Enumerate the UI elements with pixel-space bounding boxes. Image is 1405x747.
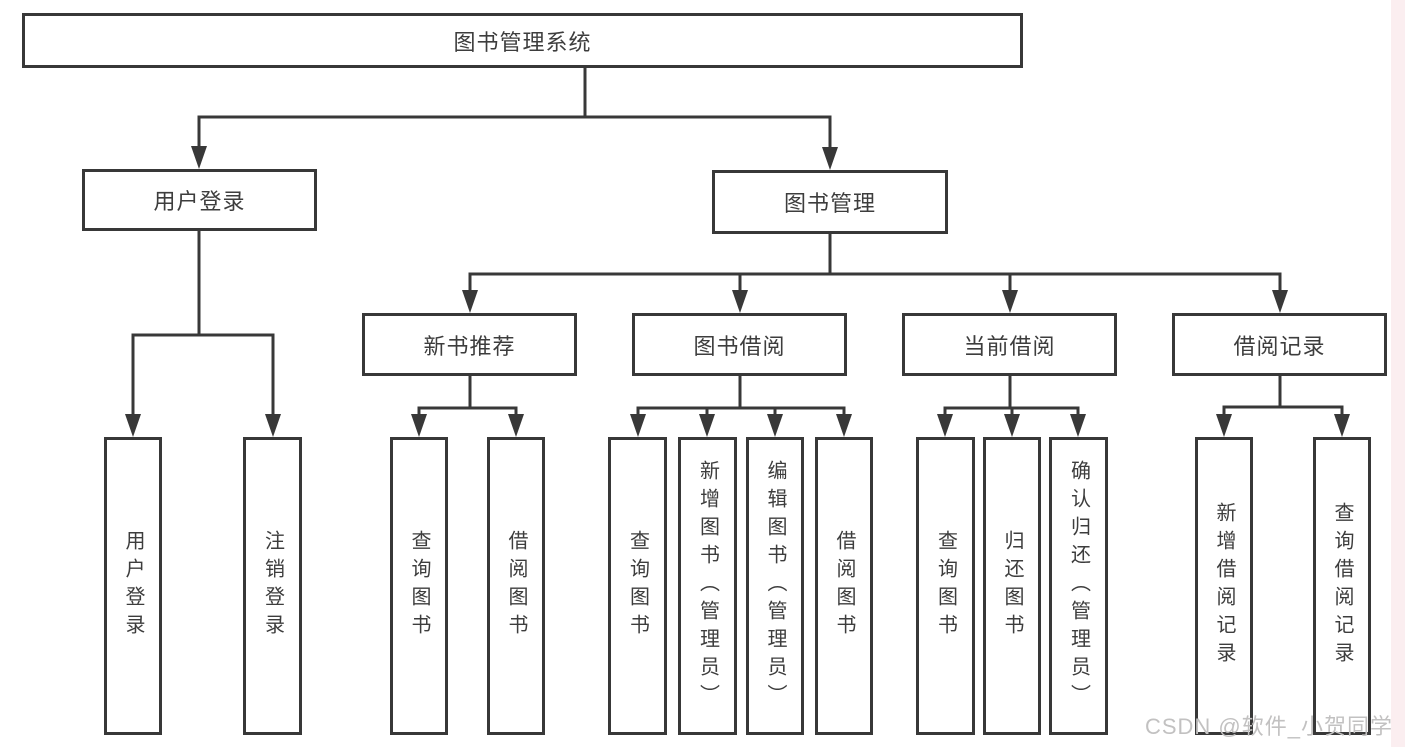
leaf-query-books-current: 查询图书 [916,437,975,735]
arrowhead-icons [125,146,1350,437]
leaf-borrow-books-recommend-label: 借阅图书 [505,530,527,642]
leaf-user-login-label: 用户登录 [122,530,144,642]
leaf-confirm-return-admin-label: 确认归还（管理员） [1067,460,1090,712]
node-current-borrow-label: 当前借阅 [963,333,1056,359]
leaf-borrow-books-label: 借阅图书 [833,530,855,642]
leaf-return-books-label: 归还图书 [1001,530,1023,642]
node-root-label: 图书管理系统 [453,29,592,55]
node-user-login: 用户登录 [82,169,317,231]
right-edge-strip [1391,0,1405,747]
leaf-edit-book-admin-label: 编辑图书（管理员） [764,460,786,712]
leaf-add-borrow-record-label: 新增借阅记录 [1213,502,1235,670]
node-root-library-system: 图书管理系统 [22,13,1023,68]
leaf-query-borrow-record: 查询借阅记录 [1313,437,1371,735]
leaf-logout-label: 注销登录 [261,530,284,642]
leaf-user-login: 用户登录 [104,437,162,735]
leaf-query-books-recommend: 查询图书 [390,437,448,735]
leaf-query-books-recommend-label: 查询图书 [408,530,430,642]
leaf-query-books-current-label: 查询图书 [934,530,957,642]
node-book-borrow-label: 图书借阅 [693,333,786,359]
leaf-edit-book-admin: 编辑图书（管理员） [746,437,804,735]
leaf-add-book-admin-label: 新增图书（管理员） [696,460,719,712]
node-book-management: 图书管理 [712,170,948,234]
node-borrow-records-label: 借阅记录 [1233,333,1326,359]
leaf-add-book-admin: 新增图书（管理员） [678,437,737,735]
leaf-query-borrow-record-label: 查询借阅记录 [1331,502,1353,670]
csdn-watermark: CSDN @软件_小贺同学 [1144,714,1393,739]
leaf-add-borrow-record: 新增借阅记录 [1195,437,1253,735]
leaf-confirm-return-admin: 确认归还（管理员） [1049,437,1108,735]
leaf-borrow-books-recommend: 借阅图书 [487,437,545,735]
node-new-book-recommend-label: 新书推荐 [423,333,516,359]
node-new-book-recommend: 新书推荐 [362,313,577,376]
leaf-query-books-borrow: 查询图书 [608,437,667,735]
leaf-return-books: 归还图书 [983,437,1041,735]
leaf-borrow-books: 借阅图书 [815,437,873,735]
node-borrow-records: 借阅记录 [1172,313,1387,376]
node-book-borrow: 图书借阅 [632,313,847,376]
node-user-login-label: 用户登录 [153,189,246,214]
leaf-query-books-borrow-label: 查询图书 [626,530,649,642]
leaf-logout: 注销登录 [243,437,302,735]
node-current-borrow: 当前借阅 [902,313,1117,376]
node-book-management-label: 图书管理 [783,191,876,216]
